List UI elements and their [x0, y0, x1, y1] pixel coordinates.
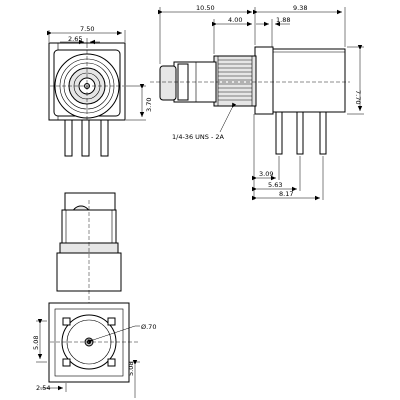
side-thread-length-label: 4.00 — [228, 16, 242, 24]
front-view: 7.50 2.65 3.70 — [47, 25, 153, 157]
thread-lines — [218, 59, 252, 101]
footprint-col-spacing-label: 2.54 — [36, 384, 50, 392]
footprint-row-spacing-label: 5.08 — [32, 336, 40, 350]
side-overall-length-label: 10.50 — [196, 4, 215, 12]
side-body-length-label: 9.38 — [293, 4, 307, 12]
footprint-hole-diameter-label: Ø.70 — [141, 323, 156, 331]
front-offset-label: 2.65 — [68, 35, 82, 43]
front-width-label: 7.50 — [80, 25, 94, 33]
side-pin-spacing-2-label: 5.63 — [268, 181, 282, 189]
side-pin-spacing-3-label: 8.17 — [279, 190, 293, 198]
side-view: 10.50 9.38 4.00 1.88 7.70 1/4-36 UNS - 2… — [150, 4, 364, 201]
front-center-height-label: 3.70 — [145, 98, 153, 112]
side-thread-spec-label: 1/4-36 UNS - 2A — [172, 133, 225, 141]
footprint-bottom-label: 5.08 — [127, 362, 135, 376]
footprint-view: 5.08 Ø.70 2.54 5.08 — [32, 192, 156, 398]
side-flange-label: 1.88 — [276, 16, 290, 24]
side-pin-spacing-1-label: 3.09 — [259, 170, 273, 178]
side-height-label: 7.70 — [354, 90, 362, 104]
